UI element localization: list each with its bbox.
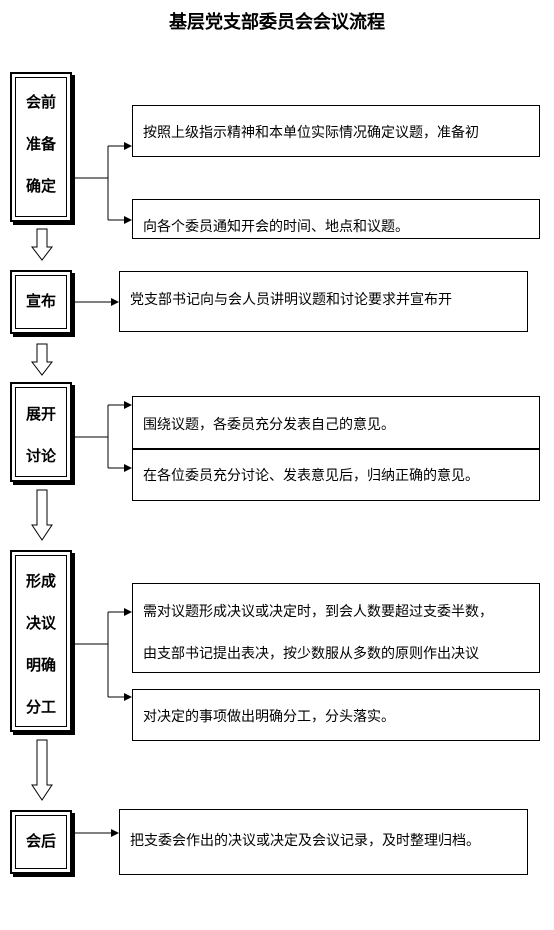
stage-label: 会后 xyxy=(25,833,56,850)
down-arrow-1 xyxy=(30,228,54,261)
step-box: 按照上级指示精神和本单位实际情况确定议题，准备初 xyxy=(132,105,540,157)
step-text: 围绕议题，各委员充分发表自己的意见。 xyxy=(143,416,395,432)
down-arrow-3 xyxy=(31,489,53,541)
stage-label: 确定 xyxy=(25,178,56,195)
stage-label: 明确 xyxy=(25,657,56,674)
step-box: 对决定的事项做出明确分工，分头落实。 xyxy=(132,689,540,741)
step-box: 在各位委员充分讨论、发表意见后，归纳正确的意见。 xyxy=(132,449,540,501)
step-box: 向各个委员通知开会的时间、地点和议题。 xyxy=(132,199,540,239)
down-arrow-2 xyxy=(30,343,54,376)
stage-box-announce: 宣布 xyxy=(10,270,72,334)
step-text: 党支部书记向与会人员讲明议题和讨论要求并宣布开 xyxy=(130,291,452,307)
step-box: 党支部书记向与会人员讲明议题和讨论要求并宣布开 xyxy=(119,271,528,332)
stage-label: 讨论 xyxy=(25,448,56,465)
step-box: 把支委会作出的决议或决定及会议记录，及时整理归档。 xyxy=(119,809,528,875)
step-box: 需对议题形成决议或决定时，到会人数要超过支委半数， 由支部书记提出表决，按少数服… xyxy=(132,583,540,673)
stage-label: 分工 xyxy=(25,699,56,716)
stage-label: 会前 xyxy=(25,94,56,111)
step-text: 需对议题形成决议或决定时，到会人数要超过支委半数， xyxy=(143,603,493,619)
stage-label: 展开 xyxy=(25,406,56,423)
stage-label: 准备 xyxy=(25,136,56,153)
bracket-connector-stage-3 xyxy=(72,401,132,472)
step-box: 围绕议题，各委员充分发表自己的意见。 xyxy=(132,396,540,449)
stage-box-discussion: 展开 讨论 xyxy=(10,382,72,482)
down-arrow-4 xyxy=(31,739,53,801)
step-text: 在各位委员充分讨论、发表意见后，归纳正确的意见。 xyxy=(143,467,479,483)
step-text: 按照上级指示精神和本单位实际情况确定议题，准备初 xyxy=(143,124,479,140)
stage-label: 宣布 xyxy=(25,293,56,310)
step-text: 对决定的事项做出明确分工，分头落实。 xyxy=(143,708,395,724)
stage-box-pre-meeting: 会前 准备 确定 xyxy=(10,72,72,222)
step-text: 把支委会作出的决议或决定及会议记录，及时整理归档。 xyxy=(130,832,480,848)
step-text: 向各个委员通知开会的时间、地点和议题。 xyxy=(143,218,409,234)
stage-box-post-meeting: 会后 xyxy=(10,810,72,874)
stage-box-resolution: 形成 决议 明确 分工 xyxy=(10,550,72,732)
stage-label: 决议 xyxy=(25,615,56,632)
bracket-connector-stage-1 xyxy=(72,142,132,224)
step-text: 由支部书记提出表决，按少数服从多数的原则作出决议 xyxy=(143,645,479,661)
bracket-connector-stage-4 xyxy=(72,608,132,701)
diagram-title: 基层党支部委员会会议流程 xyxy=(169,12,385,33)
stage-label: 形成 xyxy=(25,573,56,590)
